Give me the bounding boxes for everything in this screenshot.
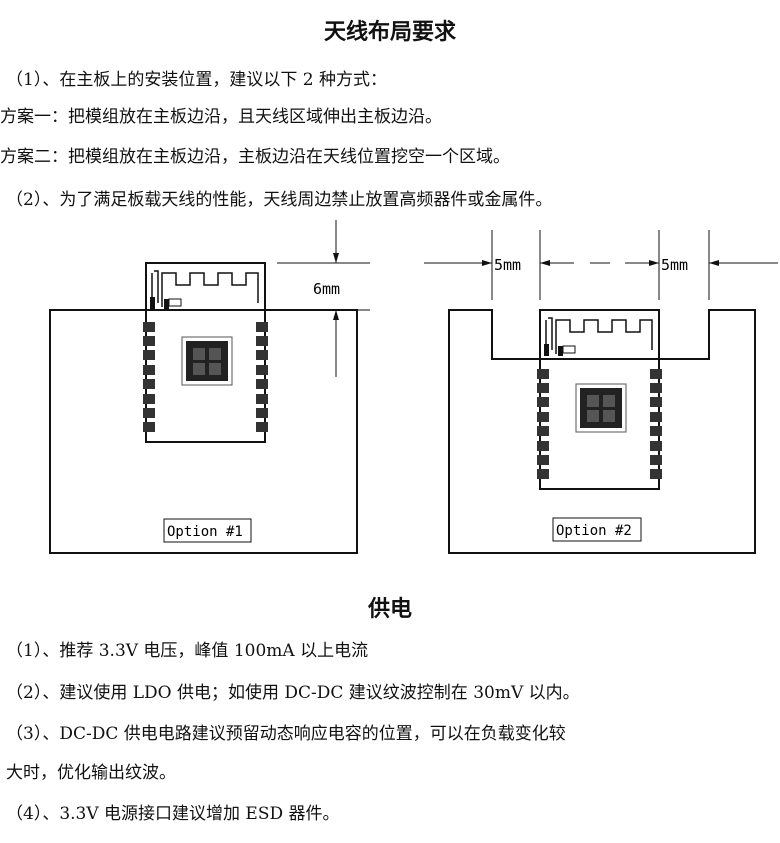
option2-dimension-right: 5mm [661,256,688,274]
module-drawing [537,310,662,489]
antenna-text-line: （1）、在主板上的安装位置，建议以下 2 种方式： [6,70,387,90]
power-section-title: 供电 [367,597,412,622]
antenna-text-line: 方案二：把模组放在主板边沿，主板边沿在天线位置挖空一个区域。 [0,147,510,167]
power-text-line: （3）、DC-DC 供电电路建议预留动态响应电容的位置，可以在负载变化较 [6,724,566,744]
mainboard-outline-with-cutout [448,309,756,554]
option1-label: Option #1 [167,524,243,540]
antenna-text-line: （2）、为了满足板载天线的性能，天线周边禁止放置高频器件或金属件。 [6,190,553,210]
power-text-line: （4）、3.3V 电源接口建议增加 ESD 器件。 [6,804,340,824]
option2-label: Option #2 [556,523,632,539]
option1-dimension: 6mm [313,280,340,298]
option2-diagram: 5mm 5mm Option #2 [424,230,778,554]
power-text-line: 大时，优化输出纹波。 [6,763,176,783]
antenna-section-title: 天线布局要求 [323,20,456,45]
option2-dimension-left: 5mm [494,256,521,274]
option1-diagram: 6mm Option #1 [49,220,370,554]
antenna-text-line: 方案一：把模组放在主板边沿，且天线区域伸出主板边沿。 [0,107,442,127]
module-drawing [143,263,268,442]
mainboard-outline [49,309,358,554]
power-text-line: （2）、建议使用 LDO 供电；如使用 DC-DC 建议纹波控制在 30mV 以… [6,683,580,703]
power-text-line: （1）、推荐 3.3V 电压，峰值 100mA 以上电流 [6,641,369,661]
